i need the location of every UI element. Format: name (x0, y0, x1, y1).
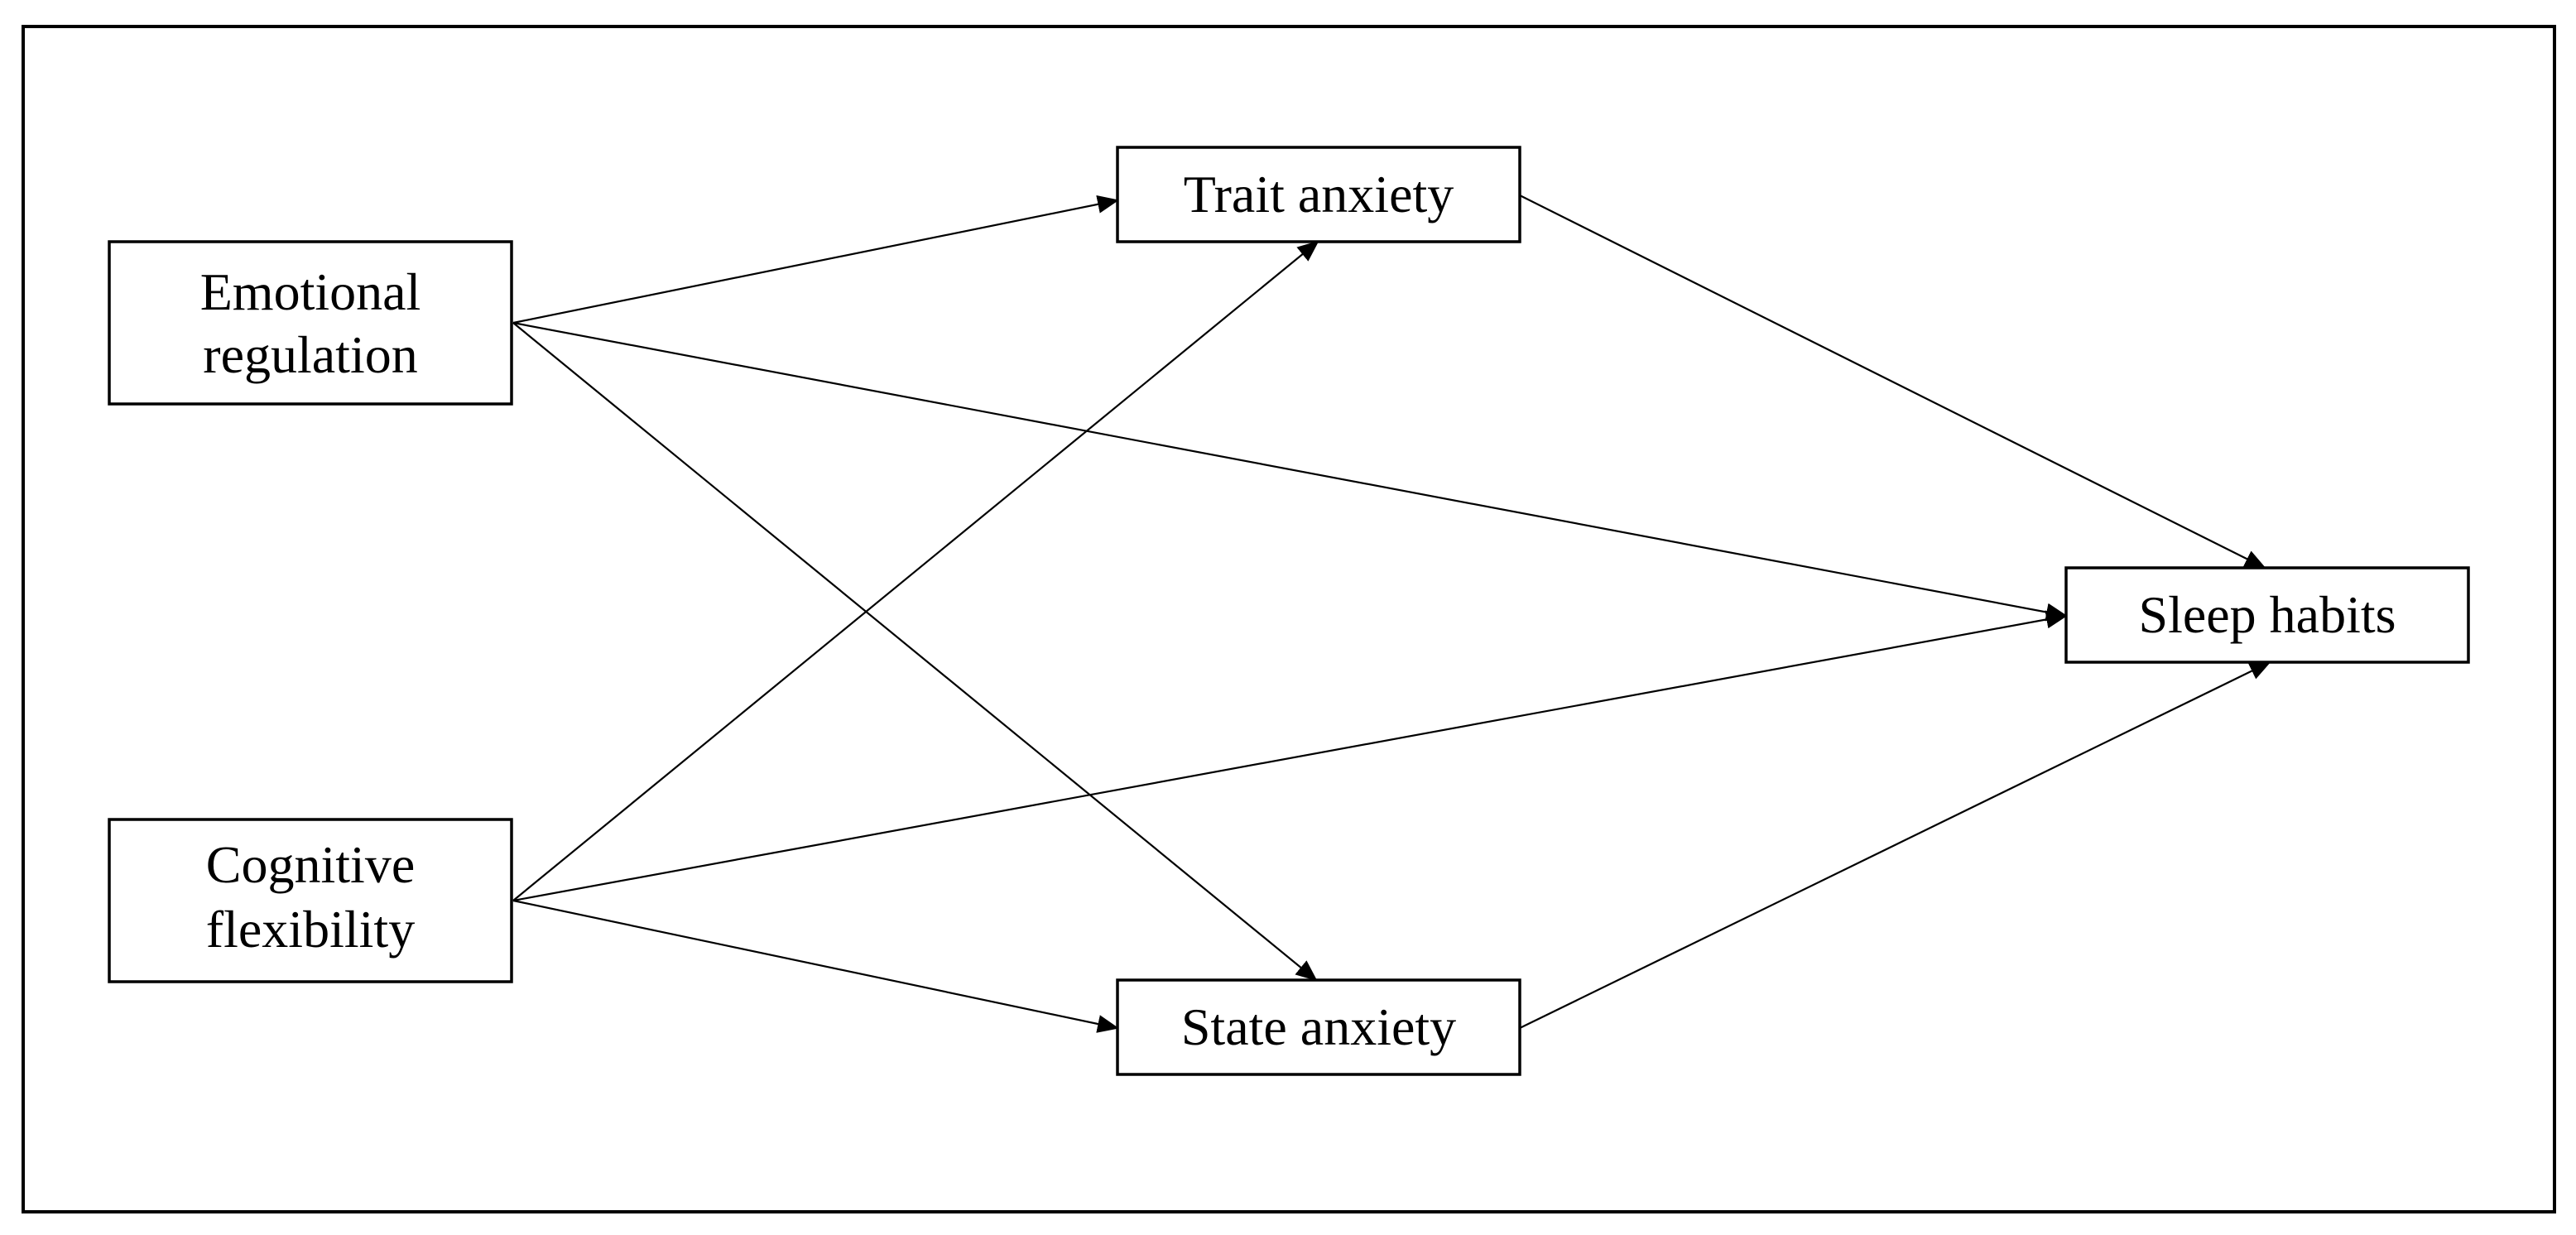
node-state-anxiety: State anxiety (1116, 978, 1521, 1076)
arrow-trait-anxiety-to-sleep-habits (1519, 195, 2266, 569)
node-box-trait-anxiety (1116, 146, 1521, 243)
node-label-cognitive-flexibility-line-1: Cognitive (206, 835, 415, 894)
node-box-emotional-regulation (108, 240, 513, 406)
node-box-sleep-habits (2064, 566, 2470, 664)
node-label-emotional-regulation-line-2: regulation (203, 325, 417, 384)
arrow-cognitive-flexibility-to-trait-anxiety (512, 240, 1319, 901)
arrow-emotional-regulation-to-state-anxiety (512, 322, 1318, 982)
node-label-cognitive-flexibility-line-2: flexibility (206, 900, 415, 959)
arrow-emotional-regulation-to-sleep-habits (512, 321, 2068, 622)
node-label-emotional-regulation-line-1: Emotional (200, 262, 421, 321)
node-trait-anxiety: Trait anxiety (1116, 146, 1521, 243)
arrow-cognitive-flexibility-to-sleep-habits (512, 610, 2068, 902)
node-box-cognitive-flexibility (108, 818, 513, 983)
diagram-frame (22, 25, 2556, 1213)
edges-layer (512, 195, 2271, 1033)
arrow-state-anxiety-to-sleep-habits (1519, 661, 2271, 1029)
node-label-sleep-habits: Sleep habits (2138, 585, 2396, 644)
arrow-emotional-regulation-to-trait-anxiety (512, 195, 1119, 324)
node-box-state-anxiety (1116, 978, 1521, 1076)
node-label-state-anxiety: State anxiety (1181, 997, 1456, 1056)
node-emotional-regulation: Emotional regulation (108, 240, 513, 406)
node-sleep-habits: Sleep habits (2064, 566, 2470, 664)
node-cognitive-flexibility: Cognitive flexibility (108, 818, 513, 983)
node-label-trait-anxiety: Trait anxiety (1184, 165, 1454, 223)
arrow-cognitive-flexibility-to-state-anxiety (512, 899, 1119, 1033)
